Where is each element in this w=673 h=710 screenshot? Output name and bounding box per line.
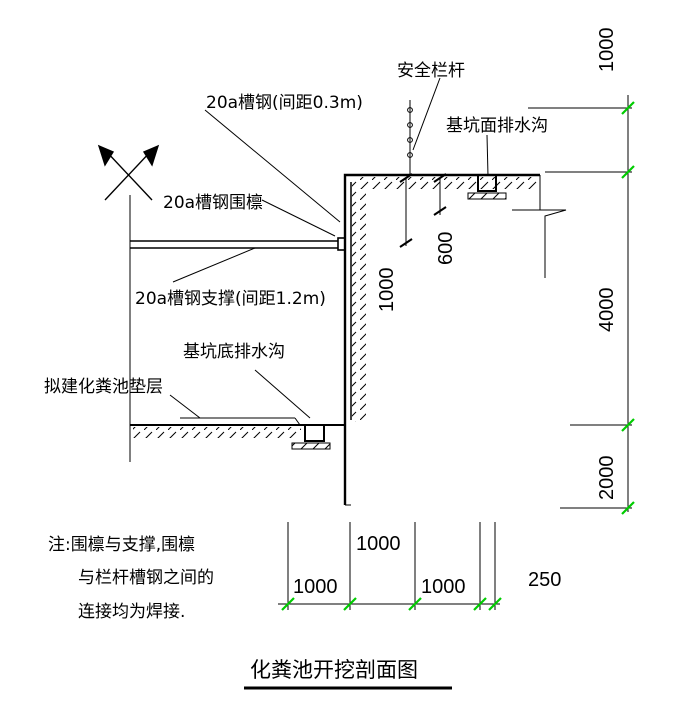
dim-right-mid: 4000 [596,288,618,333]
dim-bottom-a: 1000 [293,576,338,598]
label-cushion: 拟建化粪池垫层 [44,377,163,397]
north-arrow-icon [97,144,160,201]
bottom-dimension-chain [278,522,500,610]
safety-railing [407,77,441,175]
note-line-3: 连接均为焊接. [78,602,185,622]
label-waler: 20a槽钢围檩 [163,193,263,213]
top-drain-ditch [467,174,507,200]
dim-bottom-upper: 1000 [356,533,401,555]
dim-600 [399,173,447,248]
bottom-tick-marks [281,597,502,611]
label-bottom-drain: 基坑底排水沟 [183,342,285,362]
label-top-drain: 基坑面排水沟 [446,116,548,136]
right-tick-marks [621,101,635,515]
drawing-title: 化粪池开挖剖面图 [250,658,418,682]
note-line-2: 与栏杆槽钢之间的 [78,568,214,588]
pit-bottom [130,417,345,450]
dim-right-bottom: 2000 [596,456,618,501]
pit-wall [343,173,540,506]
dim-bottom-c: 250 [528,569,561,591]
wall-soil-hatch [352,190,366,422]
label-railing: 安全栏杆 [397,61,465,81]
right-dimension-chain [528,95,632,512]
leader-lines [169,109,489,419]
label-channel-spacing: 20a槽钢(间距0.3m) [206,93,363,113]
break-line [512,175,567,278]
top-ground-hatch [352,177,538,189]
waler-beam [130,237,346,251]
label-strut: 20a槽钢支撑(间距1.2m) [135,289,326,309]
dim-right-top: 1000 [596,28,618,73]
dim-bottom-b: 1000 [421,576,466,598]
dim-600-text: 600 [435,232,457,265]
dim-wall-1000: 1000 [376,268,398,313]
note-line-1: 注:围檩与支撑,围檩 [48,535,195,555]
